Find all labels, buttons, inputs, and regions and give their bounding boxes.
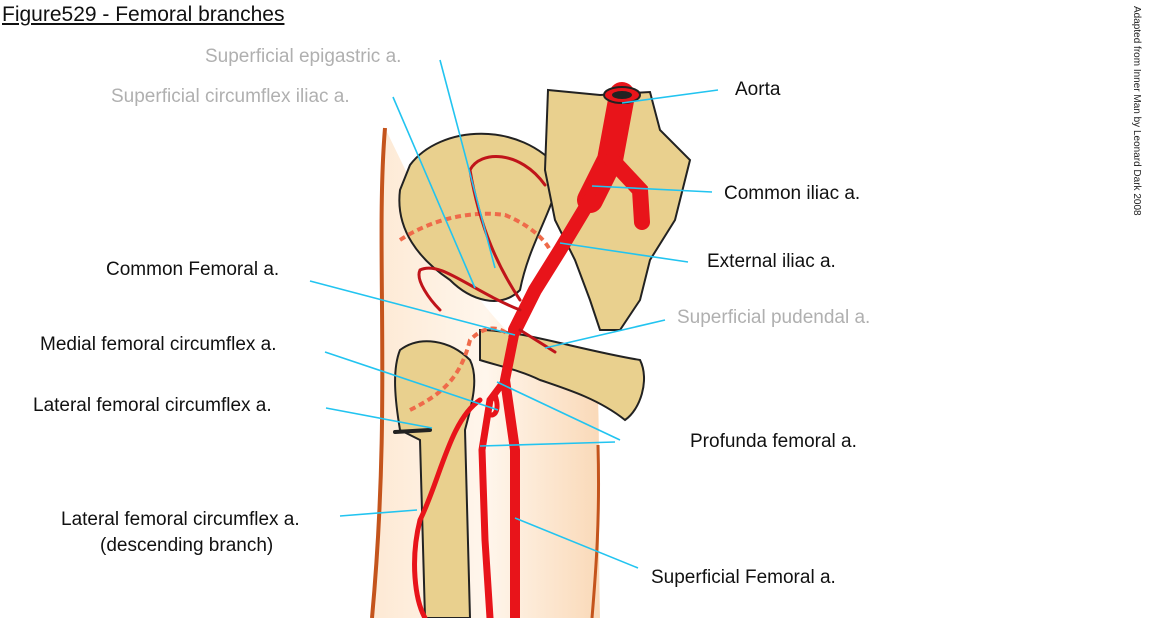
medial-circumflex xyxy=(485,392,500,418)
credit-text: Adapted from Inner Man by Leonard Dark 2… xyxy=(1131,6,1142,216)
label-common-iliac: Common iliac a. xyxy=(724,183,861,204)
label-aorta: Aorta xyxy=(735,79,781,100)
label-common-femoral: Common Femoral a. xyxy=(106,259,280,280)
label-superficial-femoral: Superficial Femoral a. xyxy=(651,567,836,588)
label-profunda-femoral: Profunda femoral a. xyxy=(690,431,857,452)
label-superficial-epigastric: Superficial epigastric a. xyxy=(205,46,402,67)
right-common-iliac xyxy=(604,152,650,230)
lateral-circumflex-desc xyxy=(412,397,483,618)
arteries xyxy=(393,82,650,618)
superficial-circumflex-iliac-vessel xyxy=(417,266,522,312)
spine-bone xyxy=(543,88,692,331)
femoral-vessel xyxy=(499,325,520,618)
label-superficial-pudendal: Superficial pudendal a. xyxy=(677,307,871,328)
label-lateral-femoral-circumflex-desc: Lateral femoral circumflex a. xyxy=(61,509,300,530)
leader-lines xyxy=(309,59,719,569)
common-iliac-vessel xyxy=(508,193,597,337)
superficial-pudendal-vessel xyxy=(518,328,557,354)
label-external-iliac: External iliac a. xyxy=(707,251,836,272)
pubic-bone xyxy=(479,328,645,422)
thigh-outline xyxy=(370,127,387,618)
label-superficial-circumflex-iliac: Superficial circumflex iliac a. xyxy=(111,86,350,107)
label-medial-femoral-circumflex: Medial femoral circumflex a. xyxy=(40,334,277,355)
superficial-epigastric-vessel xyxy=(468,155,547,302)
label-lateral-femoral-circumflex: Lateral femoral circumflex a. xyxy=(33,395,272,416)
figure-title: Figure529 - Femoral branches xyxy=(2,3,285,26)
label-descending-branch: (descending branch) xyxy=(100,535,274,556)
